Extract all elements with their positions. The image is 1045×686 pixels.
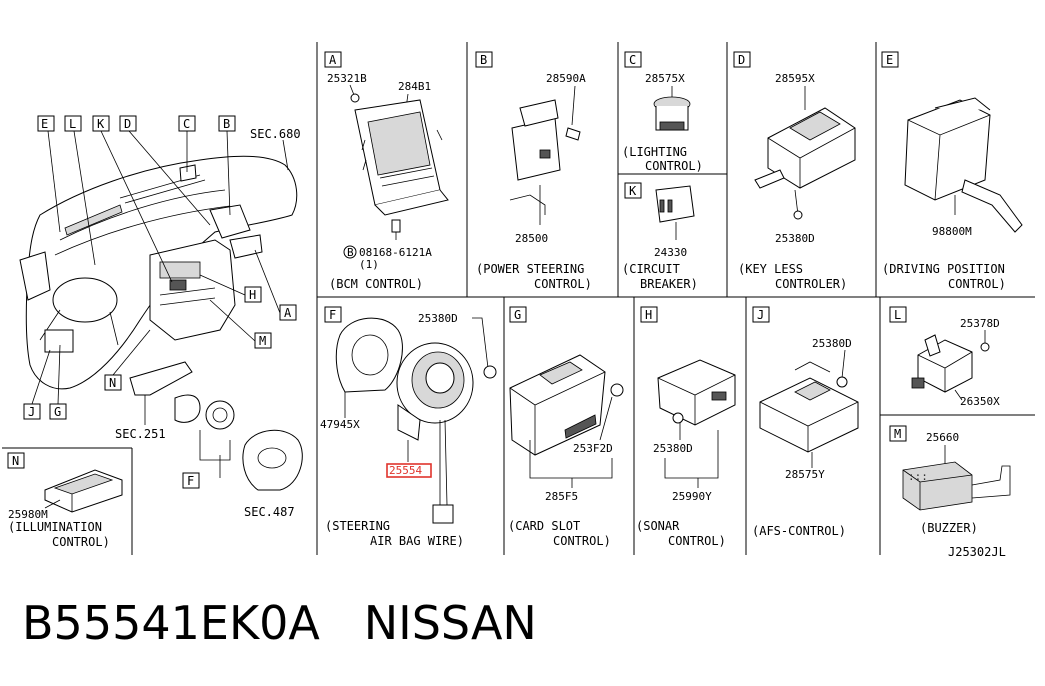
panel-k-circuit-breaker: K 24330 (CIRCUIT BREAKER) [622, 182, 698, 291]
overview-letter-e: E [41, 117, 48, 131]
panel-a-part-284b1: 284B1 [398, 80, 431, 93]
overview-ref-sec680: SEC.680 [250, 127, 301, 141]
panel-g-part-285f5: 285F5 [545, 490, 578, 503]
panel-d-title-2: CONTROLER) [775, 277, 847, 291]
panel-h-title-1: (SONAR [636, 519, 680, 533]
panel-m-title: (BUZZER) [920, 521, 978, 535]
panel-e-title-2: CONTROL) [948, 277, 1006, 291]
panel-f-part-25380d: 25380D [418, 312, 458, 325]
panel-h-letter: H [645, 308, 652, 322]
parts-diagram: E L K D C B SEC.680 H A M N J G SEC.251 … [2, 42, 1035, 559]
panel-f-steering-airbag: F 25380D 47945X 25554 (STEERING AIR BAG … [320, 306, 497, 548]
panel-m-buzzer: M 25660 ::: (BUZZER) [889, 425, 1011, 535]
overview-ref-sec251: SEC.251 [115, 427, 166, 441]
panel-e-letter: E [886, 53, 893, 67]
panel-k-part-24330: 24330 [654, 246, 687, 259]
overview-letter-m: M [259, 334, 266, 348]
overview-dashboard [19, 155, 303, 491]
overview-letter-h: H [249, 288, 256, 302]
panel-b-power-steering: B 28590A 28500 (POWER STEERING CONTROL) [475, 51, 592, 291]
panel-l-part-26350x: 26350X [960, 395, 1000, 408]
panel-a-bolt-letter: B [347, 246, 354, 259]
inset-n-title-1: (ILLUMINATION [8, 520, 102, 534]
panel-d-keyless: D 28595X 25380D (KEY LESS CONTROLER) [733, 51, 856, 291]
panel-m-letter: M [894, 427, 901, 441]
panel-f-title-1: (STEERING [325, 519, 390, 533]
panel-b-title-2: CONTROL) [534, 277, 592, 291]
panel-f-title-2: AIR BAG WIRE) [370, 534, 464, 548]
panel-d-part-25380d: 25380D [775, 232, 815, 245]
panel-a-letter: A [329, 53, 337, 67]
panel-j-letter: J [757, 308, 764, 322]
panel-d-part-28595x: 28595X [775, 72, 815, 85]
panel-g-title-1: (CARD SLOT [508, 519, 580, 533]
inset-n-letter: N [12, 454, 19, 468]
panel-k-title-1: (CIRCUIT [622, 262, 680, 276]
overview-ref-sec487: SEC.487 [244, 505, 295, 519]
panel-g-letter: G [514, 308, 521, 322]
panel-g-card-slot: G 253F2D 285F5 (CARD SLOT CONTROL) [508, 306, 624, 548]
panel-h-title-2: CONTROL) [668, 534, 726, 548]
panel-f-highlight-box [386, 463, 432, 478]
panel-a-bcm-control: A 25321B 284B1 B 08168-6121A (1) (BCM CO… [324, 51, 449, 291]
panel-c-letter: C [629, 53, 636, 67]
inset-n-illumination: N 25980M (ILLUMINATION CONTROL) [7, 452, 123, 549]
diagram-code: J25302JL [948, 545, 1006, 559]
panel-a-part-08168: 08168-6121A [359, 246, 432, 259]
panel-b-title-1: (POWER STEERING [476, 262, 584, 276]
panel-j-part-28575y: 28575Y [785, 468, 825, 481]
overview-letter-a: A [284, 306, 292, 320]
panel-h-part-25380d: 25380D [653, 442, 693, 455]
overview-letter-c: C [183, 117, 190, 131]
panel-a-part-25321b: 25321B [327, 72, 367, 85]
panel-l-letter: L [894, 308, 901, 322]
panel-a-title: (BCM CONTROL) [329, 277, 423, 291]
panel-d-title-1: (KEY LESS [738, 262, 803, 276]
caption-brand: NISSAN [363, 596, 537, 650]
panel-h-sonar: H 25380D 25990Y (SONAR CONTROL) [636, 306, 736, 548]
panel-d-letter: D [738, 53, 745, 67]
panel-k-title-2: BREAKER) [640, 277, 698, 291]
panel-e-title-1: (DRIVING POSITION [882, 262, 1005, 276]
panel-e-driving-position: E 98800M (DRIVING POSITION CONTROL) [881, 51, 1023, 291]
panel-f-letter: F [329, 308, 336, 322]
panel-j-afs-control: J 25380D 28575Y (AFS-CONTROL) [752, 306, 859, 538]
panel-h-part-25990y: 25990Y [672, 490, 712, 503]
overview-letter-l: L [69, 117, 76, 131]
part-caption: B55541EK0A NISSAN [22, 596, 537, 650]
panel-j-title: (AFS-CONTROL) [752, 524, 846, 538]
panel-b-part-28590a: 28590A [546, 72, 586, 85]
overview-labels: E L K D C B SEC.680 H A M N J G SEC.251 … [23, 115, 301, 519]
panel-f-part-25554-highlighted: 25554 [389, 464, 422, 477]
overview-letter-n: N [109, 376, 116, 390]
panel-a-qty: (1) [359, 258, 379, 271]
panel-c-lighting: C 28575X (LIGHTING CONTROL) [622, 51, 703, 173]
panel-g-title-2: CONTROL) [553, 534, 611, 548]
caption-part-number: B55541EK0A [22, 596, 320, 650]
panel-b-letter: B [480, 53, 487, 67]
panel-e-part-98800m: 98800M [932, 225, 972, 238]
overview-letter-d: D [124, 117, 131, 131]
panel-c-part-28575x: 28575X [645, 72, 685, 85]
panel-k-letter: K [629, 184, 637, 198]
panel-l-component: L 25378D 26350X [889, 306, 1000, 408]
panel-b-part-28500: 28500 [515, 232, 548, 245]
overview-letter-g: G [54, 405, 61, 419]
panel-g-part-253f2d: 253F2D [573, 442, 613, 455]
panel-m-dots: ::: [908, 470, 928, 483]
overview-letter-b: B [223, 117, 230, 131]
panel-f-part-47945x: 47945X [320, 418, 360, 431]
overview-leaders [31, 130, 289, 425]
inset-n-title-2: CONTROL) [52, 535, 110, 549]
panel-m-part-25660: 25660 [926, 431, 959, 444]
overview-letter-j: J [28, 405, 35, 419]
overview-letter-f: F [187, 474, 194, 488]
inset-n-part: 25980M [8, 508, 48, 521]
panel-l-part-25378d: 25378D [960, 317, 1000, 330]
panel-j-part-25380d: 25380D [812, 337, 852, 350]
panel-c-title-1: (LIGHTING [622, 145, 687, 159]
panel-grid [2, 42, 1035, 555]
overview-letter-k: K [97, 117, 105, 131]
panel-c-title-2: CONTROL) [645, 159, 703, 173]
